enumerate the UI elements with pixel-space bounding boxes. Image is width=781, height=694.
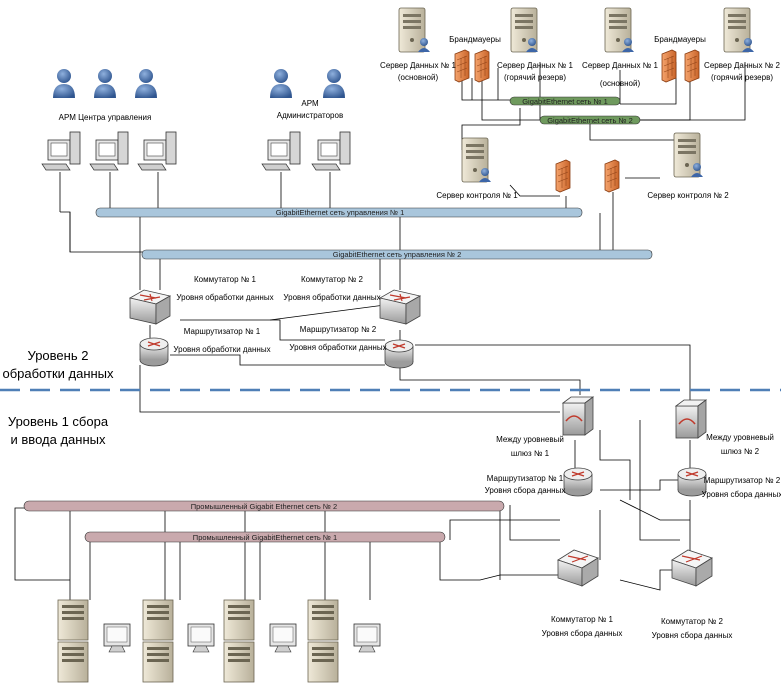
proc-router2-label: Маршрутизатор № 2 xyxy=(300,325,377,334)
c-router2-label: Маршрутизатор № 2 xyxy=(704,476,781,485)
gateway-icon xyxy=(562,396,594,436)
mgmt-net-1-bar xyxy=(95,207,583,218)
gw2-label: Между уровневый xyxy=(706,433,774,442)
ctrl2-label: Сервер контроля № 2 xyxy=(647,191,729,200)
level1-label: Уровень 1 сбора xyxy=(8,414,109,429)
ge-net-2-label: GigabitEthernet сеть № 2 xyxy=(547,116,633,125)
workstation-icon xyxy=(261,131,301,171)
workstations xyxy=(41,131,351,171)
ind-net-1-label: Промышленный GigabitEthernet сеть № 1 xyxy=(193,533,337,542)
ds1-main-sub: (основной) xyxy=(398,73,439,82)
ind-net-2-label: Промышленный Gigabit Ethernet сеть № 2 xyxy=(191,502,337,511)
firewalls-label-left: Брандмауеры xyxy=(449,35,501,44)
proc-router1-label: Маршрутизатор № 1 xyxy=(184,327,261,336)
switch-icon xyxy=(129,289,171,325)
level2-sub: обработки данных xyxy=(2,366,114,381)
ds1-reserve-label: Сервер Данных № 1 xyxy=(497,61,573,70)
c-router1-label: Маршрутизатор № 1 xyxy=(487,474,564,483)
arm-center-label: АРМ Центра управления xyxy=(59,113,152,122)
workstation-icon xyxy=(137,131,177,171)
router-icon xyxy=(563,467,593,497)
rack-server-icon xyxy=(223,599,255,683)
ge-net-1-bar xyxy=(509,96,621,106)
gateway-icon xyxy=(675,399,707,439)
c-switch1-sub: Уровня сбора данных xyxy=(542,629,623,638)
c-switch1-label: Коммутатор № 1 xyxy=(551,615,614,624)
gw2-sub: шлюз № 2 xyxy=(721,447,760,456)
field-stations xyxy=(57,599,381,683)
monitor-icon xyxy=(103,623,131,653)
ctrl1-label: Сервер контроля № 1 xyxy=(436,191,518,200)
switch-icon xyxy=(379,289,421,325)
proc-router2-sub: Уровня обработки данных xyxy=(289,343,386,352)
firewall-icon xyxy=(474,49,490,83)
person-icon xyxy=(53,69,75,98)
ds1-reserve-sub: (горячий резерв) xyxy=(504,73,566,82)
switch-icon xyxy=(671,549,713,587)
ds1-main-label: Сервер Данных № 1 xyxy=(380,61,456,70)
firewall-icon xyxy=(454,49,470,83)
network-bars xyxy=(23,96,653,543)
person-icon xyxy=(270,69,292,98)
proc-switch2-sub: Уровня обработки данных xyxy=(283,293,380,302)
monitor-icon xyxy=(353,623,381,653)
person-icon xyxy=(94,69,116,98)
gw1-label: Между уровневый xyxy=(496,435,564,444)
workstation-icon xyxy=(89,131,129,171)
proc-router1-sub: Уровня обработки данных xyxy=(173,345,270,354)
firewall-icon xyxy=(661,49,677,83)
c-switch2-label: Коммутатор № 2 xyxy=(661,617,724,626)
rack-server-icon xyxy=(57,599,89,683)
firewall-icon xyxy=(604,159,620,193)
person-icon xyxy=(135,69,157,98)
firewalls-label-right: Брандмауеры xyxy=(654,35,706,44)
arm-users xyxy=(53,69,345,98)
level1-sub: и ввода данных xyxy=(11,432,106,447)
workstation-icon xyxy=(41,131,81,171)
firewall-icon xyxy=(555,159,571,193)
arm-admin-sub: Администраторов xyxy=(277,111,343,120)
arm-admin-label: АРМ xyxy=(301,99,319,108)
workstation-icon xyxy=(311,131,351,171)
ge-net-2-bar xyxy=(539,115,641,125)
mgmt-net-2-bar xyxy=(141,249,653,260)
rack-server-icon xyxy=(142,599,174,683)
monitor-icon xyxy=(269,623,297,653)
ind-net-1-bar xyxy=(84,531,446,543)
switch-icon xyxy=(557,549,599,587)
collection-devices xyxy=(557,396,713,587)
router-icon xyxy=(384,339,414,369)
ind-net-2-bar xyxy=(23,500,505,512)
ds2-main-sub: (основной) xyxy=(600,79,641,88)
ds2-reserve-label: Сервер Данных № 2 xyxy=(704,61,780,70)
proc-switch1-sub: Уровня обработки данных xyxy=(176,293,273,302)
c-router2-sub: Уровня сбора данных xyxy=(702,490,781,499)
person-icon xyxy=(323,69,345,98)
router-icon xyxy=(139,337,169,367)
rack-server-icon xyxy=(307,599,339,683)
c-switch2-sub: Уровня сбора данных xyxy=(652,631,733,640)
server-icon xyxy=(398,7,426,53)
gw1-sub: шлюз № 1 xyxy=(511,449,550,458)
mgmt-net-2-label: GigabitEthernet сеть управления № 2 xyxy=(333,250,462,259)
ds2-reserve-sub: (горячий резерв) xyxy=(711,73,773,82)
c-router1-sub: Уровня сбора данных xyxy=(485,486,566,495)
level2-label: Уровень 2 xyxy=(28,348,89,363)
proc-switch1-label: Коммутатор № 1 xyxy=(194,275,257,284)
firewall-icon xyxy=(684,49,700,83)
monitor-icon xyxy=(187,623,215,653)
ge-net-1-label: GigabitEthernet сеть № 1 xyxy=(522,97,608,106)
mgmt-net-1-label: GigabitEthernet сеть управления № 1 xyxy=(276,208,405,217)
ds2-main-label: Сервер Данных № 1 xyxy=(582,61,658,70)
proc-switch2-label: Коммутатор № 2 xyxy=(301,275,364,284)
